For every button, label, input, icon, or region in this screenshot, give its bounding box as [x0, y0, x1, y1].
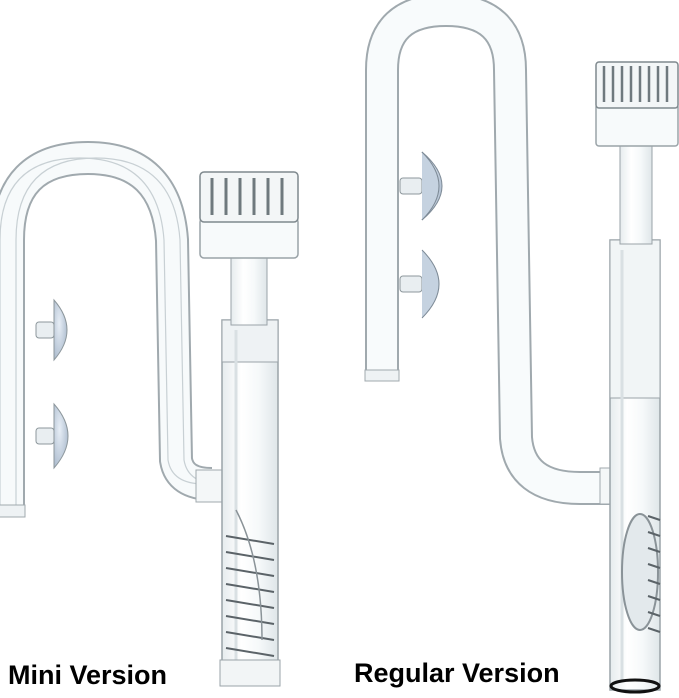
regular-o-ring: [609, 678, 661, 694]
mini-version-label: Mini Version: [8, 660, 168, 690]
regular-suction-cup-1: [399, 151, 443, 221]
mini-skimmer-top: [199, 171, 299, 259]
mini-suction-cup-2: [35, 402, 69, 470]
mini-overflow-tube: [221, 319, 279, 686]
regular-oval-window: [621, 513, 659, 631]
regular-spiral-intake: [647, 515, 661, 633]
mini-version-pipe: [0, 140, 299, 687]
regular-version-label: Regular Version: [354, 658, 560, 688]
mini-spiral-intake: [225, 509, 275, 657]
regular-version-pipe: [364, 0, 679, 694]
regular-suction-cup-2: [399, 249, 440, 319]
regular-skimmer-top: [595, 61, 679, 147]
mini-suction-cup-1: [35, 298, 68, 362]
